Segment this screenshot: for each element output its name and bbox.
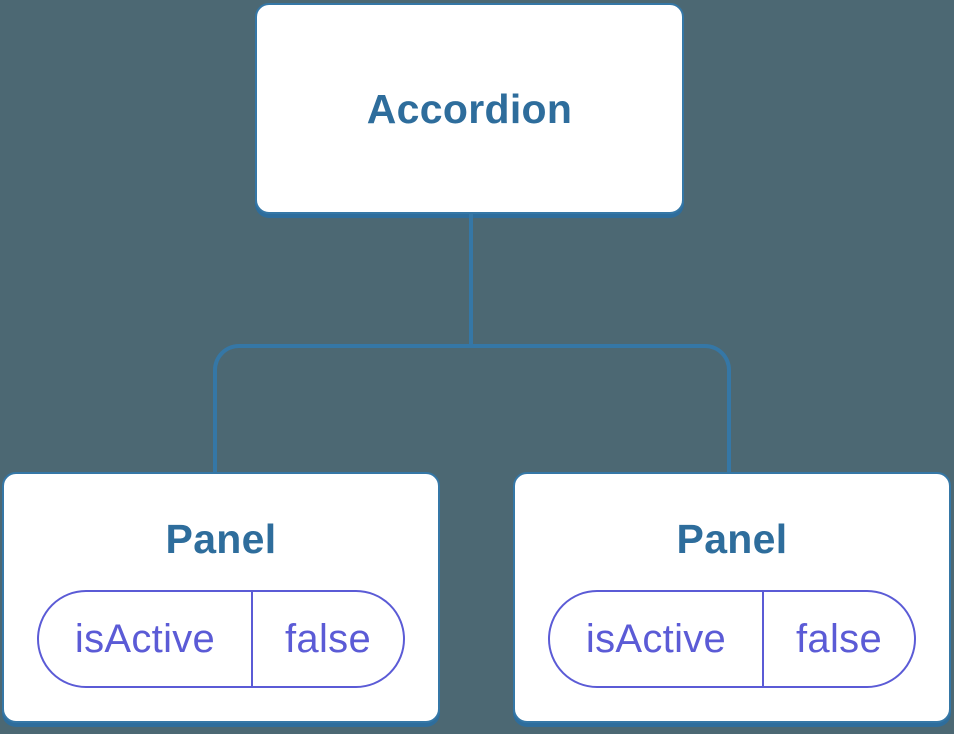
state-key: isActive	[585, 616, 727, 661]
panel-node-left: Panel isActive false	[2, 472, 440, 723]
pill-divider	[251, 592, 253, 686]
panel-node-right: Panel isActive false	[513, 472, 951, 723]
tree-connector-bracket	[213, 344, 731, 472]
pill-divider	[762, 592, 764, 686]
accordion-node: Accordion	[255, 3, 684, 214]
state-value: false	[285, 616, 371, 661]
panel-node-right-label: Panel	[676, 516, 788, 562]
state-key: isActive	[74, 616, 216, 661]
accordion-node-label: Accordion	[366, 85, 573, 132]
state-value: false	[796, 616, 882, 661]
tree-connector-stem	[469, 214, 473, 348]
panel-node-left-label: Panel	[165, 516, 277, 562]
state-pill-left: isActive false	[37, 590, 405, 688]
state-pill-right: isActive false	[548, 590, 916, 688]
